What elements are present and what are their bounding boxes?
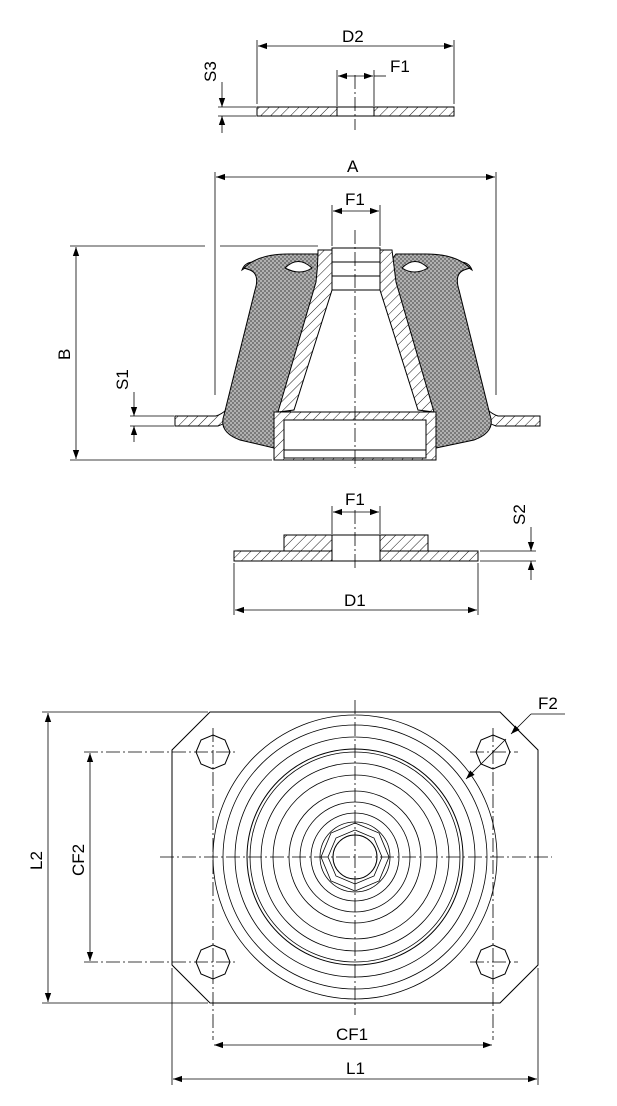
top-washer-view: D2 F1 S3	[201, 27, 455, 133]
base-f1-label: F1	[345, 490, 365, 509]
plan-view: L2 CF2 CF1 L1 F2	[27, 694, 565, 1085]
mount-f1-label: F1	[345, 190, 365, 209]
f2-leader-line	[465, 738, 507, 780]
l1-label: L1	[346, 1059, 365, 1078]
cf2-label: CF2	[69, 844, 88, 876]
s3-label: S3	[201, 61, 220, 82]
rubber-right	[389, 253, 492, 449]
s2-label: S2	[510, 504, 529, 525]
rubber-left	[222, 253, 325, 449]
base-plate-view: F1 D1 S2	[233, 490, 536, 615]
a-label: A	[347, 157, 359, 176]
base-flange-outline	[171, 711, 539, 1004]
base-plate-left	[233, 550, 333, 562]
d1-label: D1	[344, 591, 366, 610]
inner-cone-left	[277, 249, 333, 413]
inner-cone-right	[379, 249, 435, 413]
cf1-label: CF1	[336, 1025, 368, 1044]
f2-label: F2	[538, 694, 558, 713]
base-boss-right	[379, 534, 429, 552]
base-plate-right	[379, 550, 479, 562]
d2-label: D2	[342, 27, 364, 46]
s1-label: S1	[113, 369, 132, 390]
b-label: B	[55, 349, 74, 360]
washer-left-half	[256, 106, 338, 117]
washer-right-half	[373, 106, 455, 117]
l2-label: L2	[27, 851, 46, 870]
washer-f1-label: F1	[390, 57, 410, 76]
base-boss-left	[283, 534, 333, 552]
mount-section-view: A F1 B S1	[55, 157, 541, 468]
